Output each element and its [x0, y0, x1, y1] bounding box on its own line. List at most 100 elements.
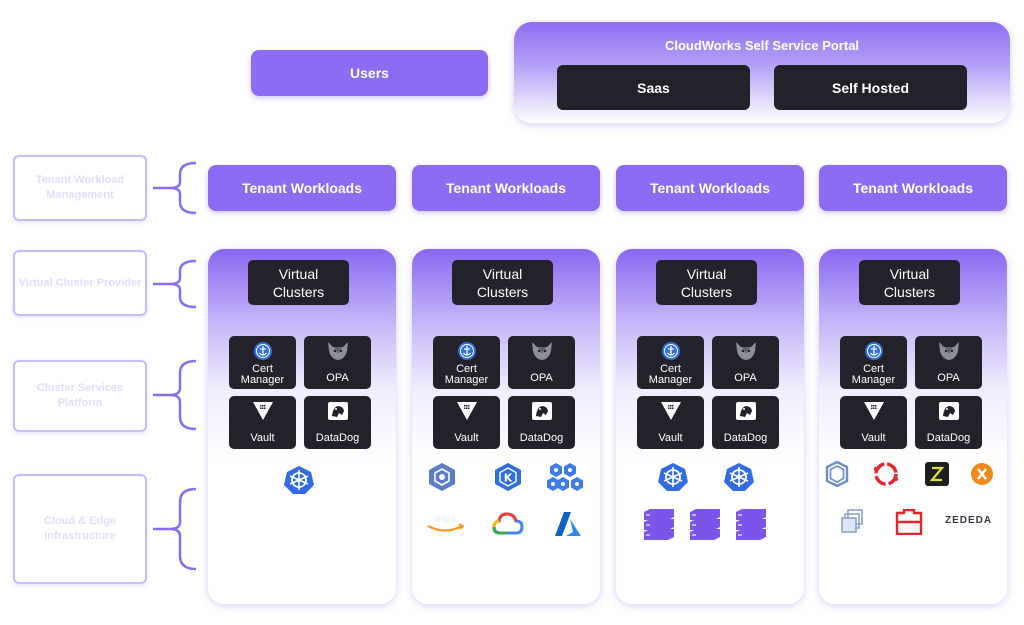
x-circle-icon: [970, 462, 994, 486]
tile-label: OPA: [734, 372, 757, 384]
side-label-text: Cloud & Edge Infrastructure: [43, 515, 117, 542]
server-stack-icon: [642, 508, 676, 542]
azure-icon: [554, 511, 582, 537]
side-label-infra: Cloud & Edge Infrastructure: [13, 474, 147, 584]
kubernetes-icon: [284, 465, 314, 495]
side-label-services: Cluster Services Platform: [13, 360, 147, 432]
brace-icon: [153, 259, 197, 309]
tile-label: Vault: [454, 432, 479, 444]
opa-tile: OPA: [508, 336, 575, 389]
kind-icon: K: [494, 462, 522, 492]
tile-label: OPA: [530, 372, 553, 384]
tile-label-line: Cert: [456, 363, 477, 375]
tenant-workloads-box: Tenant Workloads: [819, 165, 1007, 211]
tile-label-line: Manager: [240, 374, 285, 386]
tile-label-line: Manager: [444, 374, 489, 386]
vc-label-line: Clusters: [272, 284, 325, 300]
tenant-workloads-label: Tenant Workloads: [649, 180, 771, 196]
brace-icon: [153, 359, 197, 431]
saas-box: Saas: [557, 65, 750, 110]
layers-icon: [841, 509, 869, 535]
self-hosted-label: Self Hosted: [831, 79, 909, 96]
kubernetes-icon: [724, 462, 754, 492]
tenant-workloads-label: Tenant Workloads: [241, 180, 363, 196]
aws-icon: aws: [424, 511, 466, 535]
vc-label-line: Clusters: [680, 284, 733, 300]
users-label: Users: [350, 65, 389, 81]
opa-tile: OPA: [304, 336, 371, 389]
datadog-icon: [304, 401, 371, 421]
red-box-icon: [895, 509, 923, 535]
side-label-virtual: Virtual Cluster Provider: [13, 250, 147, 316]
vault-tile: Vault: [637, 396, 704, 449]
vault-tile: Vault: [840, 396, 907, 449]
zededa-logo: ZEDEDA: [945, 515, 993, 526]
tile-label: Vault: [861, 432, 886, 444]
opa-icon: [304, 341, 371, 361]
gke-icon: [428, 462, 456, 492]
vc-label-line: Clusters: [476, 284, 529, 300]
tile-label-line: Cert: [252, 363, 273, 375]
side-label-text: Cluster Services Platform: [36, 382, 124, 409]
opa-icon: [508, 341, 575, 361]
vault-icon: [229, 401, 296, 421]
opa-tile: OPA: [712, 336, 779, 389]
side-label-text: Tenant Workload Management: [35, 174, 125, 201]
vc-label-line: Virtual: [889, 266, 930, 282]
vc-label-line: Virtual: [482, 266, 523, 282]
cert-manager-icon: [637, 341, 704, 361]
kubernetes-icon: [658, 462, 688, 492]
server-stack-icon: [734, 508, 768, 542]
tenant-workloads-label: Tenant Workloads: [445, 180, 567, 196]
vc-label-line: Virtual: [278, 266, 319, 282]
svg-text:K: K: [504, 472, 513, 485]
tenant-workloads-label: Tenant Workloads: [852, 180, 974, 196]
vc-label-line: Virtual: [686, 266, 727, 282]
tile-label: OPA: [937, 372, 960, 384]
tile-label-line: Manager: [851, 374, 896, 386]
tile-label: DataDog: [926, 432, 971, 444]
datadog-icon: [508, 401, 575, 421]
tile-label: OPA: [326, 372, 349, 384]
cert-manager-icon: [433, 341, 500, 361]
tile-label-line: Manager: [648, 374, 693, 386]
saas-label: Saas: [637, 79, 670, 96]
tile-label: DataDog: [723, 432, 768, 444]
z-logo-icon: [925, 462, 949, 486]
cert-manager-icon: [840, 341, 907, 361]
vc-label-line: Clusters: [883, 284, 936, 300]
side-label-text: Virtual Cluster Provider: [18, 276, 142, 289]
datadog-tile: DataDog: [712, 396, 779, 449]
datadog-icon: [915, 401, 982, 421]
tile-label: Vault: [658, 432, 683, 444]
cluster-icon: [546, 462, 586, 492]
self-hosted-box: Self Hosted: [774, 65, 967, 110]
vault-tile: Vault: [229, 396, 296, 449]
cert-manager-icon: [229, 341, 296, 361]
tile-label-line: Cert: [660, 363, 681, 375]
google-cloud-icon: [492, 511, 524, 537]
brace-icon: [153, 487, 197, 571]
vault-icon: [433, 401, 500, 421]
tenant-workloads-box: Tenant Workloads: [208, 165, 396, 211]
tile-label: DataDog: [315, 432, 360, 444]
tile-label: Vault: [250, 432, 275, 444]
brace-icon: [153, 161, 197, 215]
vault-tile: Vault: [433, 396, 500, 449]
datadog-tile: DataDog: [508, 396, 575, 449]
datadog-icon: [712, 401, 779, 421]
